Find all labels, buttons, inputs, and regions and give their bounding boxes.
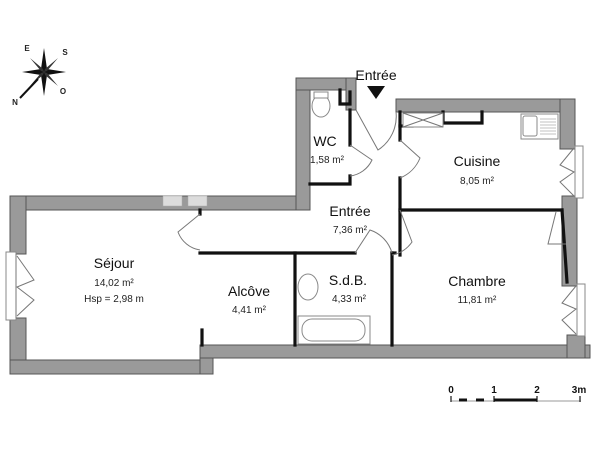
room-cuisine[interactable]: Cuisine 8,05 m² [454, 153, 501, 187]
compass-west-label: O [60, 87, 66, 96]
room-name: Séjour [94, 255, 135, 271]
fixtures [297, 91, 559, 345]
compass-rose-icon: N E S O [12, 44, 68, 107]
room-area: 11,81 m² [458, 295, 497, 306]
scale-tick-2: 2 [534, 385, 540, 396]
room-name: WC [313, 133, 336, 149]
room-area: 8,05 m² [460, 176, 495, 187]
room-area: 7,36 m² [333, 225, 368, 236]
scale-tick-1: 1 [491, 385, 497, 396]
scale-bar: 0 1 2 3m [448, 385, 586, 402]
room-name: Alcôve [228, 283, 270, 299]
washbasin-icon [297, 273, 319, 301]
room-wc[interactable]: WC 1,58 m² [310, 133, 345, 166]
entrance-arrow-icon [367, 86, 385, 99]
room-alcove[interactable]: Alcôve 4,41 m² [228, 283, 270, 316]
room-area: 14,02 m² [94, 278, 134, 289]
room-chambre[interactable]: Chambre 11,81 m² [448, 273, 506, 306]
room-name: Cuisine [454, 153, 501, 169]
scale-tick-3: 3m [572, 385, 587, 396]
room-name: S.d.B. [329, 272, 367, 288]
door-swings [177, 109, 566, 256]
room-area: 1,58 m² [310, 155, 345, 166]
compass-north-label: N [12, 98, 18, 107]
room-area: 4,33 m² [332, 294, 367, 305]
room-name: Chambre [448, 273, 506, 289]
compass-south-label: S [62, 48, 68, 57]
windows [5, 145, 586, 337]
room-sejour[interactable]: Séjour 14,02 m² Hsp = 2,98 m [84, 255, 144, 305]
compass-east-label: E [24, 44, 30, 53]
room-name: Entrée [329, 203, 370, 219]
entrance-label: Entrée [355, 67, 396, 83]
scale-tick-0: 0 [448, 385, 454, 396]
room-entree[interactable]: Entrée 7,36 m² [329, 203, 370, 236]
room-area: 4,41 m² [232, 305, 267, 316]
room-sdb[interactable]: S.d.B. 4,33 m² [329, 272, 367, 305]
ceiling-height: Hsp = 2,98 m [84, 294, 144, 305]
